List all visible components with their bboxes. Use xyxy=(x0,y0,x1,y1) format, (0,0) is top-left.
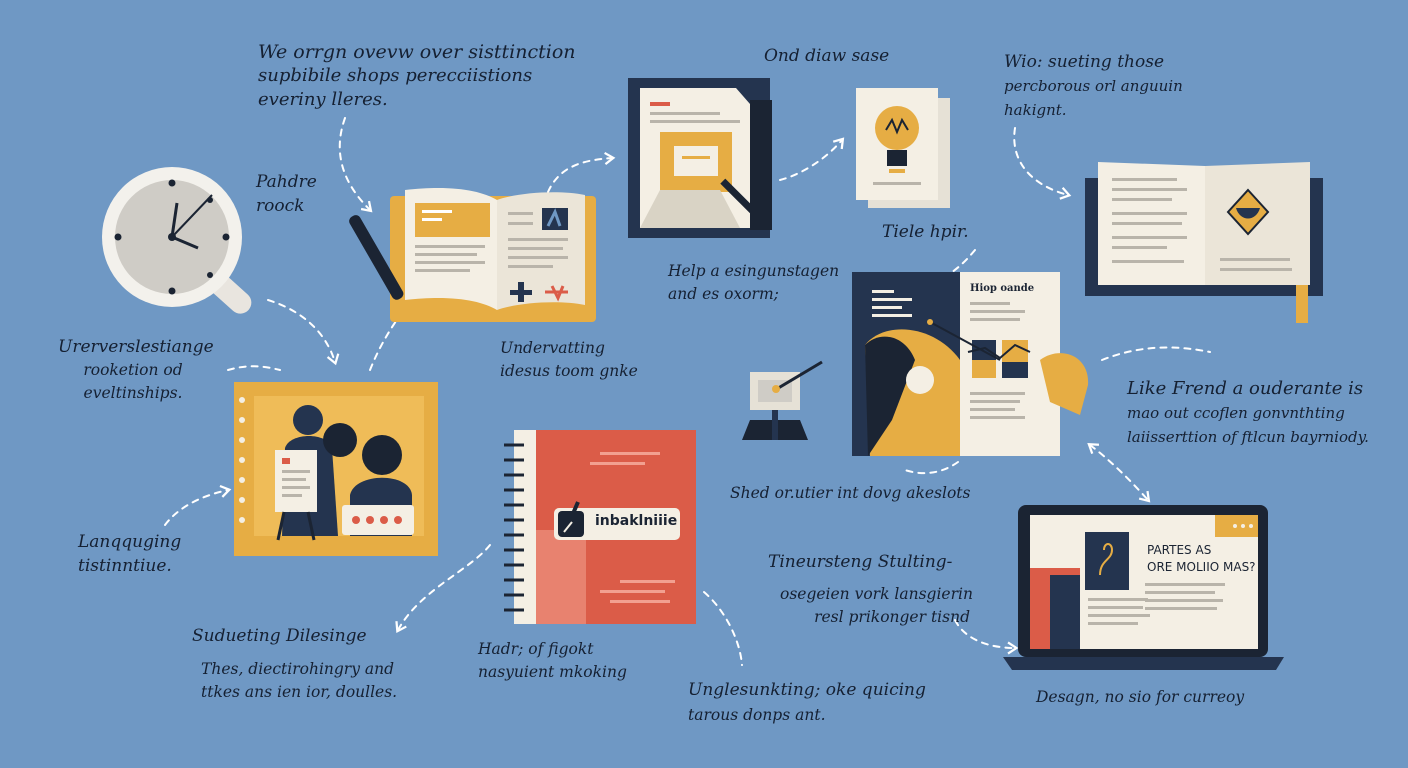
caption-help: Help a esingunstagen and es oxorm; xyxy=(668,262,840,303)
lightbulb-card-icon xyxy=(856,88,950,208)
caption-shed: Shed or.utier int dovg akeslots xyxy=(730,484,971,502)
laptop-icon xyxy=(1003,505,1284,670)
caption-pahdre: Pahdre roock xyxy=(256,172,317,216)
caption-top-center: We orrgn ovevw over sisttinction supbibi… xyxy=(258,41,576,110)
easel-icon xyxy=(742,360,823,440)
caption-thes: Thes, diectirohingry and ttkes ans ien i… xyxy=(201,660,398,701)
document-folder-icon xyxy=(628,78,772,238)
team-meeting-card-icon xyxy=(234,382,438,556)
caption-unglesunkting: Unglesunkting; oke quicing xyxy=(688,680,926,700)
caption-universal: Urerverslestiange rooketion od eveltinsh… xyxy=(58,337,214,402)
caption-desagn: Desagn, no sio for curreoy xyxy=(1036,688,1245,706)
caption-understanding: Undervatting idesus toom gnke xyxy=(500,339,638,380)
caption-wio: Wio: sueting those percborous orl anguui… xyxy=(1004,52,1183,119)
open-book-icon xyxy=(349,188,596,322)
notebook-label: inbaklniiie xyxy=(595,513,678,529)
caption-language: Lanqquging tistinntiue. xyxy=(78,532,182,576)
caption-osegeien: osegeien vork lansgierin resl prikonger … xyxy=(780,585,973,626)
caption-sudueting: Sudueting Dilesinge xyxy=(192,626,367,646)
open-book-right-icon xyxy=(1085,162,1323,323)
laptop-heading-line2: ORE MOLIIO MAS? xyxy=(1147,560,1256,574)
caption-ond: Ond diaw sase xyxy=(764,46,890,66)
caption-tiele: Tiele hpir. xyxy=(882,222,969,242)
caption-tineursteng: Tineursteng Stulting- xyxy=(768,552,953,572)
caption-like-friend: Like Frend a ouderante is mao out ccofle… xyxy=(1127,378,1369,446)
tablet-doc-header: Hiop oande xyxy=(970,283,1035,294)
red-notebook-icon xyxy=(504,430,696,624)
caption-hadr: Hadr; of figokt nasyuient mkoking xyxy=(478,640,627,681)
tablet-chart-icon xyxy=(852,272,1089,456)
caption-tarous: tarous donps ant. xyxy=(688,706,826,724)
clock-icon xyxy=(102,167,252,314)
laptop-heading-line1: PARTES AS xyxy=(1147,543,1212,557)
connector-arrows xyxy=(164,117,1211,666)
